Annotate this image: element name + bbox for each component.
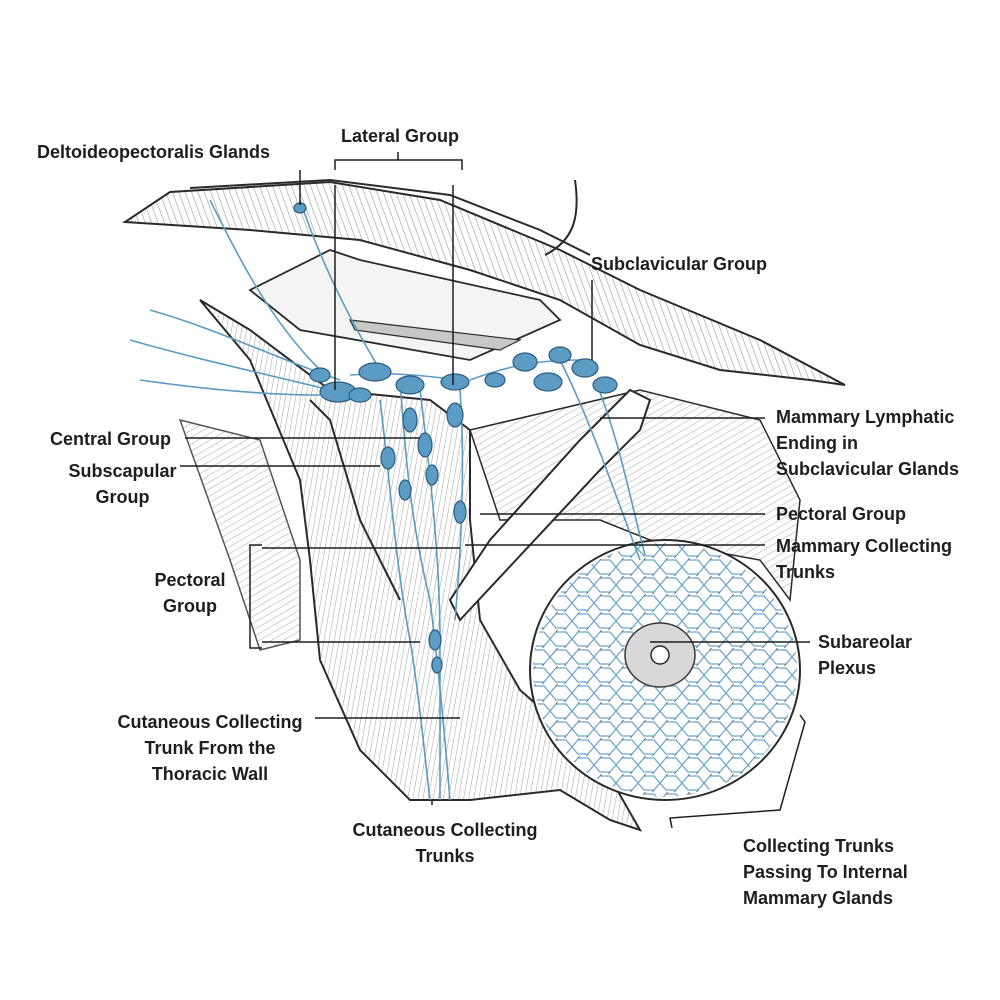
label-line: Trunks	[776, 562, 836, 582]
label-line: Subscapular	[68, 461, 177, 481]
breast	[529, 539, 801, 801]
label-line: Passing To Internal	[743, 862, 908, 882]
label-pectoral-group-left: Pectoral Group	[130, 567, 250, 619]
label-line: Pectoral	[154, 570, 226, 590]
leader-lines	[180, 152, 810, 829]
label-line: Collecting Trunks	[743, 836, 895, 856]
label-line: Mammary Glands	[743, 888, 894, 908]
label-text: Central Group	[50, 429, 172, 449]
label-line: Mammary Collecting	[776, 536, 953, 556]
label-pectoral-group-right: Pectoral Group	[776, 501, 906, 527]
label-subclavicular-group: Subclavicular Group	[591, 251, 767, 277]
label-mammary-collecting-trunks: Mammary Collecting Trunks	[776, 533, 952, 585]
label-deltoideopectoralis-glands: Deltoideopectoralis Glands	[37, 139, 270, 165]
label-cutaneous-thoracic-wall: Cutaneous Collecting Trunk From the Thor…	[100, 709, 320, 787]
label-line: Ending in	[776, 433, 858, 453]
label-line: Cutaneous Collecting	[117, 712, 303, 732]
label-line: Subareolar	[818, 632, 913, 652]
label-lateral-group: Lateral Group	[300, 123, 500, 149]
label-cutaneous-collecting-trunks: Cutaneous Collecting Trunks	[335, 817, 555, 869]
label-text: Subclavicular Group	[591, 254, 768, 274]
nipple	[650, 645, 670, 665]
bracket-lateral-group	[334, 152, 463, 170]
label-line: Trunks	[415, 846, 475, 866]
thoracic-wall	[178, 249, 801, 832]
label-text: Deltoideopectoralis Glands	[37, 142, 271, 162]
label-subareolar-plexus: Subareolar Plexus	[818, 629, 912, 681]
label-line: Cutaneous Collecting	[352, 820, 538, 840]
shoulder-region	[121, 178, 846, 386]
label-text: Lateral Group	[340, 126, 460, 146]
label-line: Subclavicular Glands	[776, 459, 960, 479]
label-mammary-lymphatic-ending: Mammary Lymphatic Ending in Subclavicula…	[776, 404, 959, 482]
bracket-collecting-internal	[669, 714, 806, 829]
label-line: Group	[95, 487, 150, 507]
label-collecting-trunks-internal: Collecting Trunks Passing To Internal Ma…	[743, 833, 908, 911]
label-text: Pectoral Group	[776, 504, 907, 524]
label-line: Group	[163, 596, 217, 616]
label-line: Mammary Lymphatic	[776, 407, 955, 427]
lymph-glands	[293, 202, 618, 674]
label-central-group: Central Group	[50, 426, 171, 452]
label-line: Plexus	[818, 658, 877, 678]
label-line: Trunk From the	[144, 738, 276, 758]
bracket-pectoral-left	[249, 544, 262, 649]
label-subscapular-group: Subscapular Group	[60, 458, 185, 510]
label-line: Thoracic Wall	[151, 764, 269, 784]
